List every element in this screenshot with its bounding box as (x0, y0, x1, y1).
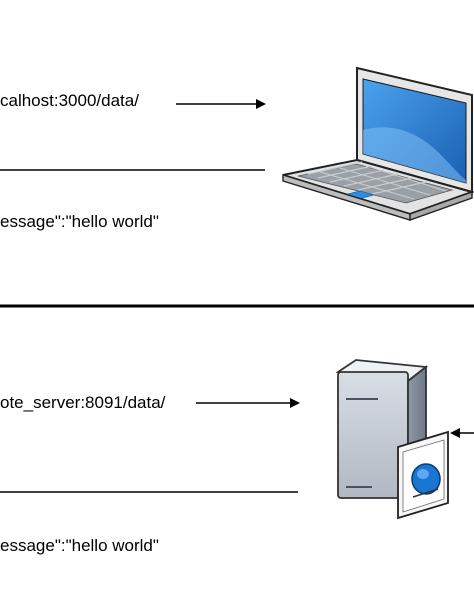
laptop-icon (282, 66, 474, 221)
bottom-request-label: ote_server:8091/data/ (0, 393, 166, 412)
certificate-icon (397, 430, 449, 520)
top-panel: calhost:3000/data/ essage":"hello world" (0, 66, 474, 231)
top-response-label: essage":"hello world" (0, 212, 159, 231)
top-request-label: calhost:3000/data/ (0, 91, 139, 110)
bottom-panel: ote_server:8091/data/ essage":"hello wor… (0, 359, 474, 555)
bottom-response-label: essage":"hello world" (0, 536, 159, 555)
